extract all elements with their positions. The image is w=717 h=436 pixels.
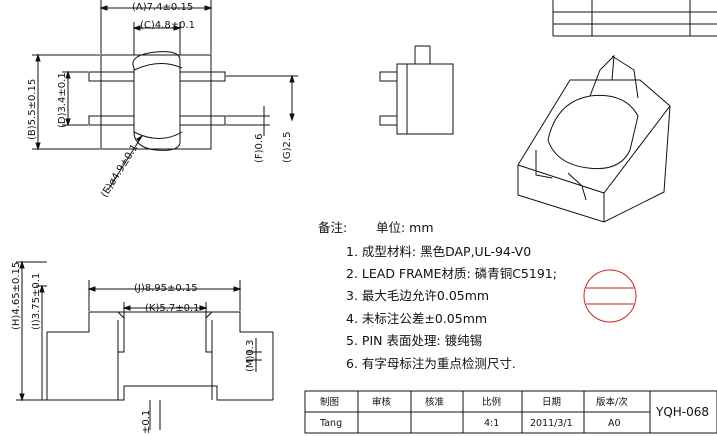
tb-value-drawn: Tang [319, 418, 342, 429]
dim-l-label: ±0.1 [141, 410, 152, 434]
tb-header-version: 版本/次 [596, 396, 628, 408]
tb-header-checked: 审核 [372, 396, 392, 408]
tb-header-scale: 比例 [482, 396, 501, 408]
dim-i-label: (I)3.75±0.1 [31, 273, 42, 330]
dim-e-label: (E)ø4.9±0.1 [99, 143, 140, 200]
note-item: 6. 有字母标注为重点检测尺寸. [346, 356, 516, 371]
dim-a-label: (A)7.4±0.15 [132, 2, 193, 13]
dim-c-label: (C)4.8±0.1 [140, 20, 195, 31]
note-item: 5. PIN 表面处理: 镀纯锡 [346, 333, 482, 348]
front-view [16, 260, 274, 430]
isometric-view [517, 54, 671, 223]
drawing-number: YQH-068 [655, 405, 709, 419]
tb-header-drawn: 制图 [320, 396, 339, 408]
dim-m-label: (M)0.3 [245, 340, 256, 372]
dim-k-label: (K)5.7±0.1 [145, 303, 200, 314]
inspection-stamp [583, 269, 637, 323]
revision-table [552, 0, 717, 37]
dim-b-label: (B)5.5±0.15 [27, 79, 38, 140]
note-item: 2. LEAD FRAME材质: 磷青铜C5191; [346, 266, 557, 281]
tb-header-date: 日期 [542, 397, 561, 408]
dim-j-label: (J)8.95±0.15 [134, 283, 198, 294]
notes-heading: 备注: [318, 220, 347, 235]
notes-unit: 单位: mm [376, 220, 434, 235]
note-item: 4. 未标注公差±0.05mm [346, 311, 487, 326]
tb-value-version: A0 [608, 418, 621, 429]
note-item: 3. 最大毛边允许0.05mm [346, 288, 489, 303]
note-item: 1. 成型材料: 黑色DAP,UL-94-V0 [346, 244, 531, 259]
side-view [379, 45, 454, 135]
tb-value-date: 2011/3/1 [530, 418, 573, 429]
dim-h-label: (H)4.65±0.15 [11, 262, 22, 330]
dim-f-label: (F)0.6 [254, 134, 265, 163]
tb-header-approved: 核准 [425, 396, 445, 408]
tb-value-scale: 4:1 [484, 418, 499, 429]
title-block [304, 390, 717, 434]
dim-d-label: (D)3.4±0.1 [57, 72, 68, 128]
dim-g-label: (G)2.5 [282, 132, 293, 163]
top-view [32, 0, 298, 191]
